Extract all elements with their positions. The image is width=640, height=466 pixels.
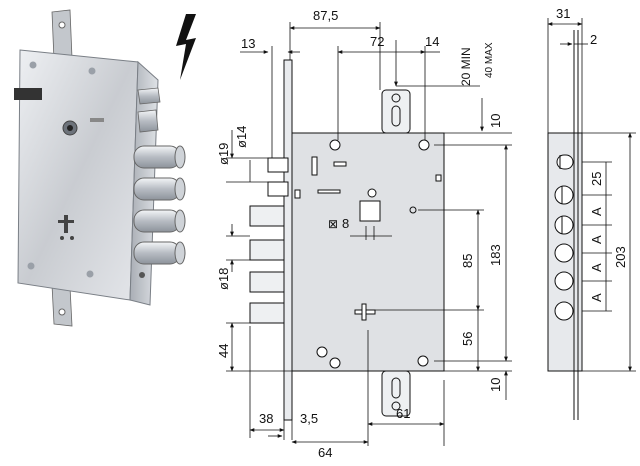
dim-label: 61 — [396, 406, 410, 421]
front-dimension-lines — [226, 22, 512, 446]
bolt-photo — [133, 177, 186, 201]
front-dimension-labels: 87,5 72 14 13 20 MIN 40 MAX ø19 ø14 ø18 … — [216, 8, 503, 460]
dim-label: A — [589, 293, 604, 302]
dim-label: 25 — [589, 172, 604, 186]
dim-label: A — [589, 235, 604, 244]
dim-label: 3,5 — [300, 411, 318, 426]
dim-label: 13 — [241, 36, 255, 51]
dim-label: A — [589, 207, 604, 216]
dim-label: 8 — [342, 216, 349, 231]
dim-label: 203 — [613, 246, 628, 268]
dim-label: 20 MIN — [459, 47, 473, 86]
dim-label: ø19 — [216, 143, 231, 165]
dim-label: 14 — [425, 34, 439, 49]
dim-label: ø18 — [216, 268, 231, 290]
bolt-photo — [133, 241, 186, 265]
dim-label: 44 — [216, 344, 231, 358]
dim-label: 183 — [488, 244, 503, 266]
dim-label: 10 — [488, 114, 503, 128]
lightning-icon — [176, 14, 196, 80]
side-dimension-labels: 31 2 25 A A A A 203 — [556, 6, 628, 302]
dim-label: A — [589, 263, 604, 272]
dim-label: 85 — [460, 254, 475, 268]
dim-label: 31 — [556, 6, 570, 21]
side-view — [547, 30, 583, 420]
square-cam-icon: ⊠ — [328, 217, 338, 231]
dim-label: 56 — [460, 332, 475, 346]
front-view — [249, 59, 445, 421]
lock-photo — [14, 9, 186, 327]
bolt-photo — [133, 209, 186, 233]
dim-label: 72 — [370, 34, 384, 49]
dim-label: 64 — [318, 445, 332, 460]
dim-label: 40 MAX — [484, 42, 495, 78]
dim-label: 87,5 — [313, 8, 338, 23]
dim-label: ø14 — [234, 126, 249, 148]
side-dimension-lines — [547, 18, 636, 372]
bolt-photo — [133, 145, 186, 169]
dim-label: 38 — [259, 411, 273, 426]
dim-label: 2 — [590, 32, 597, 47]
dim-label: 10 — [488, 378, 503, 392]
